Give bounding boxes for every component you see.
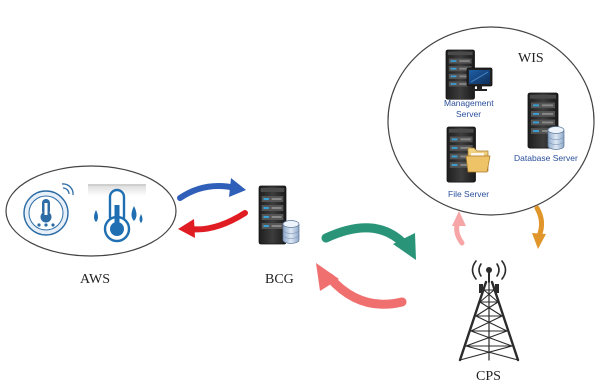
bcg-label: BCG [265,272,294,287]
database-server-label: Database Server [514,153,578,163]
thermometer-humidity-icon [88,184,146,243]
management-server-label-line1: Management [444,98,494,108]
cps-to-bcg-arrow [316,263,407,309]
management-server: Management Server [444,49,494,119]
wis-node: WIS Management Server Datab [387,26,595,216]
cps-node: CPS [458,260,520,384]
folder-icon [465,147,491,173]
bcg-to-cps-arrow [321,223,416,260]
aws-label: AWS [80,272,110,287]
gateway-database-icon [282,220,300,244]
cell-tower-icon [458,260,520,362]
database-server-db-icon [547,126,565,150]
management-server-label-line2: Server [456,109,481,119]
aws-to-bcg-arrow [177,178,246,201]
database-server: Database Server [514,92,578,163]
temperature-sensor-icon [23,183,74,236]
aws-boundary-ellipse [5,165,177,257]
cps-to-wis-arrow [452,211,466,246]
signal-waves-icon [471,260,507,280]
wis-boundary-ellipse [387,26,595,216]
aws-node: AWS [5,165,177,287]
monitor-icon [466,67,493,91]
wis-to-cps-arrow [532,205,546,249]
bcg-node: BCG [258,185,300,287]
gateway-server-icon [258,185,287,245]
cps-label: CPS [476,369,501,384]
wis-label: WIS [518,51,544,66]
file-server: File Server [446,126,491,199]
file-server-label: File Server [448,189,489,199]
bcg-to-aws-arrow [178,210,248,238]
